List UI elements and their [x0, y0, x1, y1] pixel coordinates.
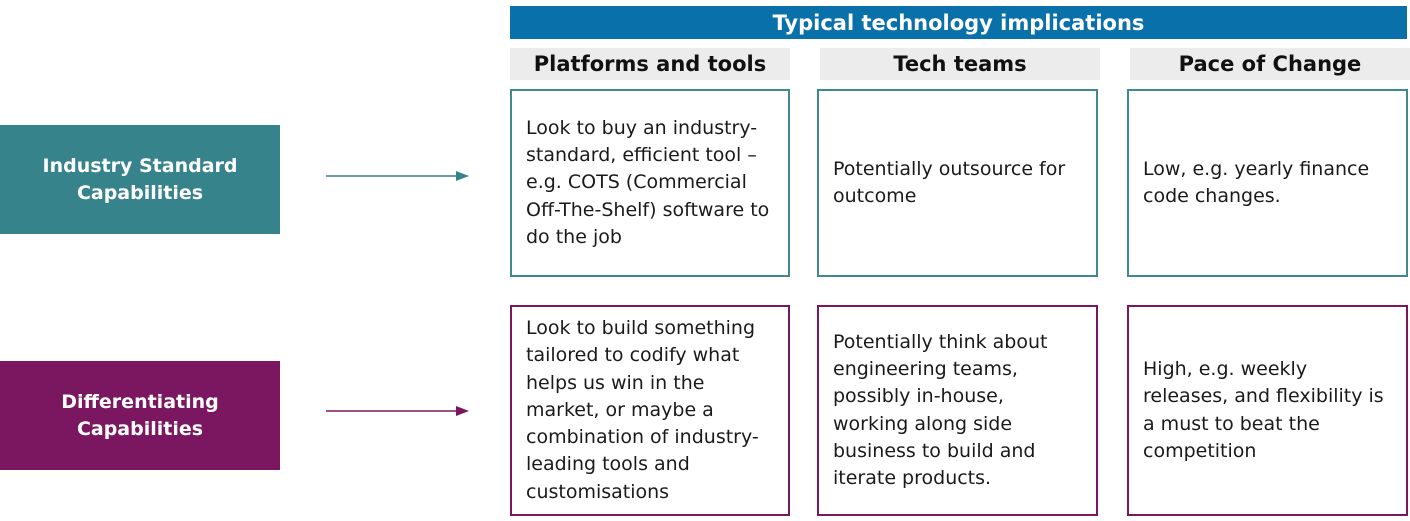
cell-text: Potentially think about engineering team…: [833, 330, 1048, 490]
implications-banner: Typical technology implications: [510, 6, 1407, 39]
cell-industry-tech-teams: Potentially outsource for outcome: [817, 89, 1098, 277]
column-header-label: Platforms and tools: [533, 52, 767, 76]
row-label-text: Differentiating Capabilities: [61, 390, 219, 440]
banner-title: Typical technology implications: [772, 10, 1145, 35]
cell-text: Potentially outsource for outcome: [833, 157, 1066, 207]
cell-text: Look to build something tailored to codi…: [526, 316, 759, 503]
cell-differentiating-tech-teams: Potentially think about engineering team…: [817, 305, 1098, 516]
arrow-right-icon: [326, 406, 469, 416]
cell-industry-platforms: Look to buy an industry-standard, effici…: [510, 89, 790, 277]
cell-text: Look to buy an industry-standard, effici…: [526, 116, 770, 248]
cell-text: Low, e.g. yearly finance code changes.: [1143, 157, 1370, 207]
column-header-platforms: Platforms and tools: [510, 48, 790, 80]
column-header-tech-teams: Tech teams: [820, 48, 1100, 80]
column-header-label: Pace of Change: [1178, 52, 1362, 76]
row-label-industry-standard: Industry Standard Capabilities: [0, 125, 280, 234]
row-label-text: Industry Standard Capabilities: [42, 154, 238, 204]
row-label-differentiating: Differentiating Capabilities: [0, 361, 280, 470]
cell-industry-pace: Low, e.g. yearly finance code changes.: [1127, 89, 1408, 277]
arrow-right-icon: [326, 171, 469, 181]
cell-text: High, e.g. weekly releases, and flexibil…: [1143, 357, 1384, 462]
column-header-label: Tech teams: [893, 52, 1027, 76]
cell-differentiating-platforms: Look to build something tailored to codi…: [510, 305, 790, 516]
cell-differentiating-pace: High, e.g. weekly releases, and flexibil…: [1127, 305, 1408, 516]
column-header-pace: Pace of Change: [1130, 48, 1410, 80]
